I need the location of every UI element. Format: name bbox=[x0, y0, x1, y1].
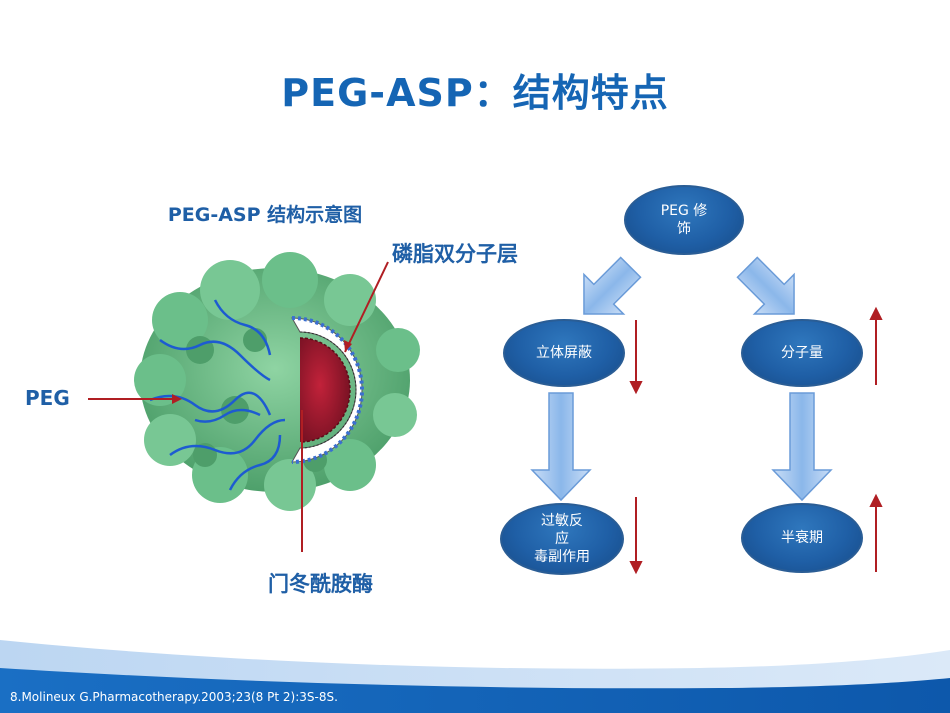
node-molecular-weight-label: 分子量 bbox=[781, 345, 823, 361]
trend-arrow-allergy-down-head bbox=[629, 561, 643, 575]
page-title: PEG-ASP：结构特点 bbox=[281, 71, 669, 115]
node-allergy-toxicity: 过敏反 应 毒副作用 bbox=[500, 503, 624, 575]
label-asparaginase: 门冬酰胺酶 bbox=[268, 572, 373, 596]
trend-arrow-half-life-up-head bbox=[869, 493, 883, 507]
node-half-life: 半衰期 bbox=[741, 503, 863, 573]
node-half-life-label: 半衰期 bbox=[781, 530, 823, 546]
arrow-top-to-left bbox=[583, 256, 642, 315]
asparaginase-core bbox=[299, 337, 351, 443]
node-stereo-shield-label: 立体屏蔽 bbox=[536, 345, 592, 361]
illustration-caption: PEG-ASP 结构示意图 bbox=[167, 204, 363, 226]
node-allergy-line2: 应 bbox=[555, 531, 569, 547]
arrow-left-down bbox=[530, 392, 592, 502]
node-molecular-weight: 分子量 bbox=[741, 319, 863, 387]
peg-chains bbox=[149, 299, 286, 491]
trend-arrow-molecular-weight-up-head bbox=[869, 306, 883, 320]
label-peg: PEG bbox=[25, 386, 70, 410]
pointer-lipid-head bbox=[344, 340, 352, 352]
lipid-bilayer bbox=[291, 316, 364, 464]
node-allergy-line1: 过敏反 bbox=[541, 513, 583, 529]
node-peg-modification-line2: 饰 bbox=[677, 221, 691, 237]
pointer-lipid bbox=[344, 261, 389, 353]
pointer-peg-head bbox=[172, 394, 182, 404]
trend-arrow-stereo-shield-down-head bbox=[629, 381, 643, 395]
node-peg-modification: PEG 修 饰 bbox=[624, 185, 744, 255]
arrow-top-to-right bbox=[736, 256, 795, 315]
node-peg-modification-line1: PEG 修 bbox=[660, 203, 708, 219]
label-lipid-bilayer: 磷脂双分子层 bbox=[392, 242, 518, 266]
citation: 8.Molineux G.Pharmacotherapy.2003;23(8 P… bbox=[10, 690, 338, 704]
peg-cloud bbox=[134, 252, 420, 511]
arrow-right-down bbox=[771, 392, 833, 502]
node-stereo-shield: 立体屏蔽 bbox=[503, 319, 625, 387]
footer-wave-dark bbox=[0, 668, 950, 713]
node-allergy-line3: 毒副作用 bbox=[534, 549, 590, 565]
